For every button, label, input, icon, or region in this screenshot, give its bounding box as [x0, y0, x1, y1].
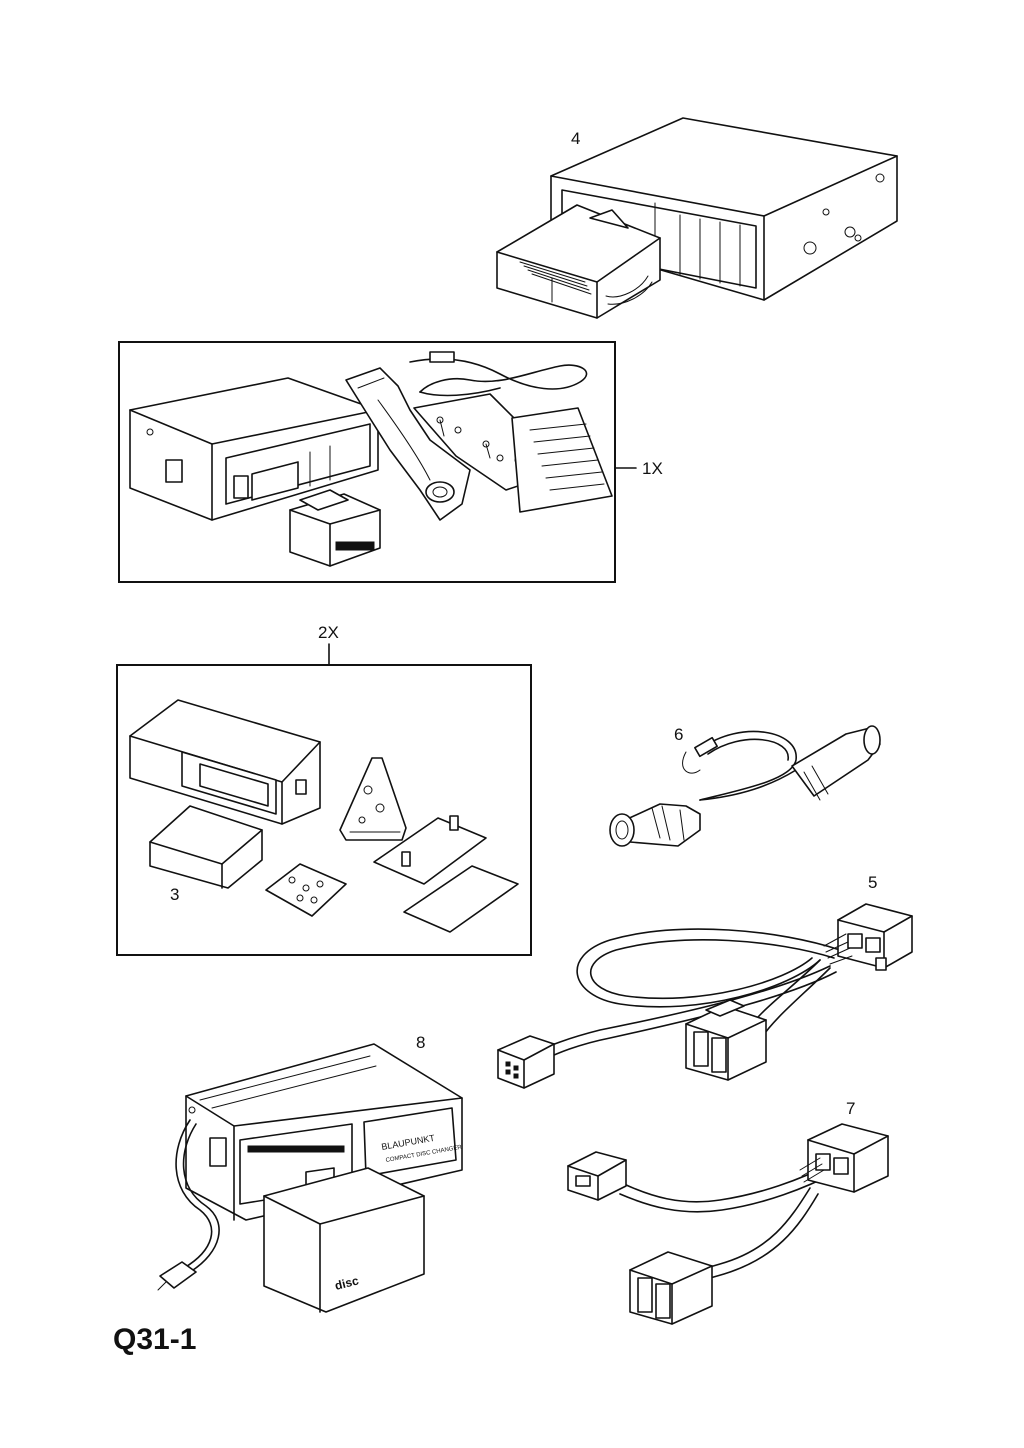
- callout-item-7: 7: [846, 1099, 855, 1118]
- callout-item-4: 4: [571, 129, 580, 148]
- kit-2x-adhesive-plate: [373, 815, 487, 885]
- kit-2x-magazine-item-3: [149, 805, 263, 889]
- callout-item-2x: 2X: [318, 623, 339, 642]
- kit-2x-changer-unit: [129, 699, 321, 825]
- antenna-cable-item-6: [609, 725, 881, 847]
- blaupunkt-changer-item-8: BLAUPUNKT COMPACT DISC CHANGER disc: [157, 1043, 463, 1313]
- callout-item-5: 5: [868, 873, 877, 892]
- kit-1x-mounting-bracket: [345, 367, 471, 521]
- wiring-harness-item-5: [497, 903, 913, 1089]
- magazine-disc-label: disc: [333, 1273, 360, 1292]
- kit-1x-instruction-booklet: [511, 407, 613, 513]
- callout-item-3: 3: [170, 885, 179, 904]
- kit-2x-frame: [116, 664, 532, 956]
- callout-item-8: 8: [416, 1033, 425, 1052]
- callout-item-1x: 1X: [642, 459, 663, 478]
- kit-1x-magazine: [289, 489, 381, 567]
- kit-2x-fixing-parts-bag: [265, 863, 347, 917]
- kit-1x-cable: [409, 351, 588, 397]
- kit-2x-bracket: [339, 757, 407, 841]
- adapter-harness-item-7: [567, 1123, 889, 1325]
- kit-2x-adhesive-strip: [403, 865, 519, 933]
- callout-item-6: 6: [674, 725, 683, 744]
- cd-changer-item-4: [496, 117, 898, 319]
- diagram-code: Q31-1: [113, 1323, 196, 1356]
- kit-1x-frame: [118, 341, 616, 583]
- kit-1x-changer-unit: [129, 377, 379, 521]
